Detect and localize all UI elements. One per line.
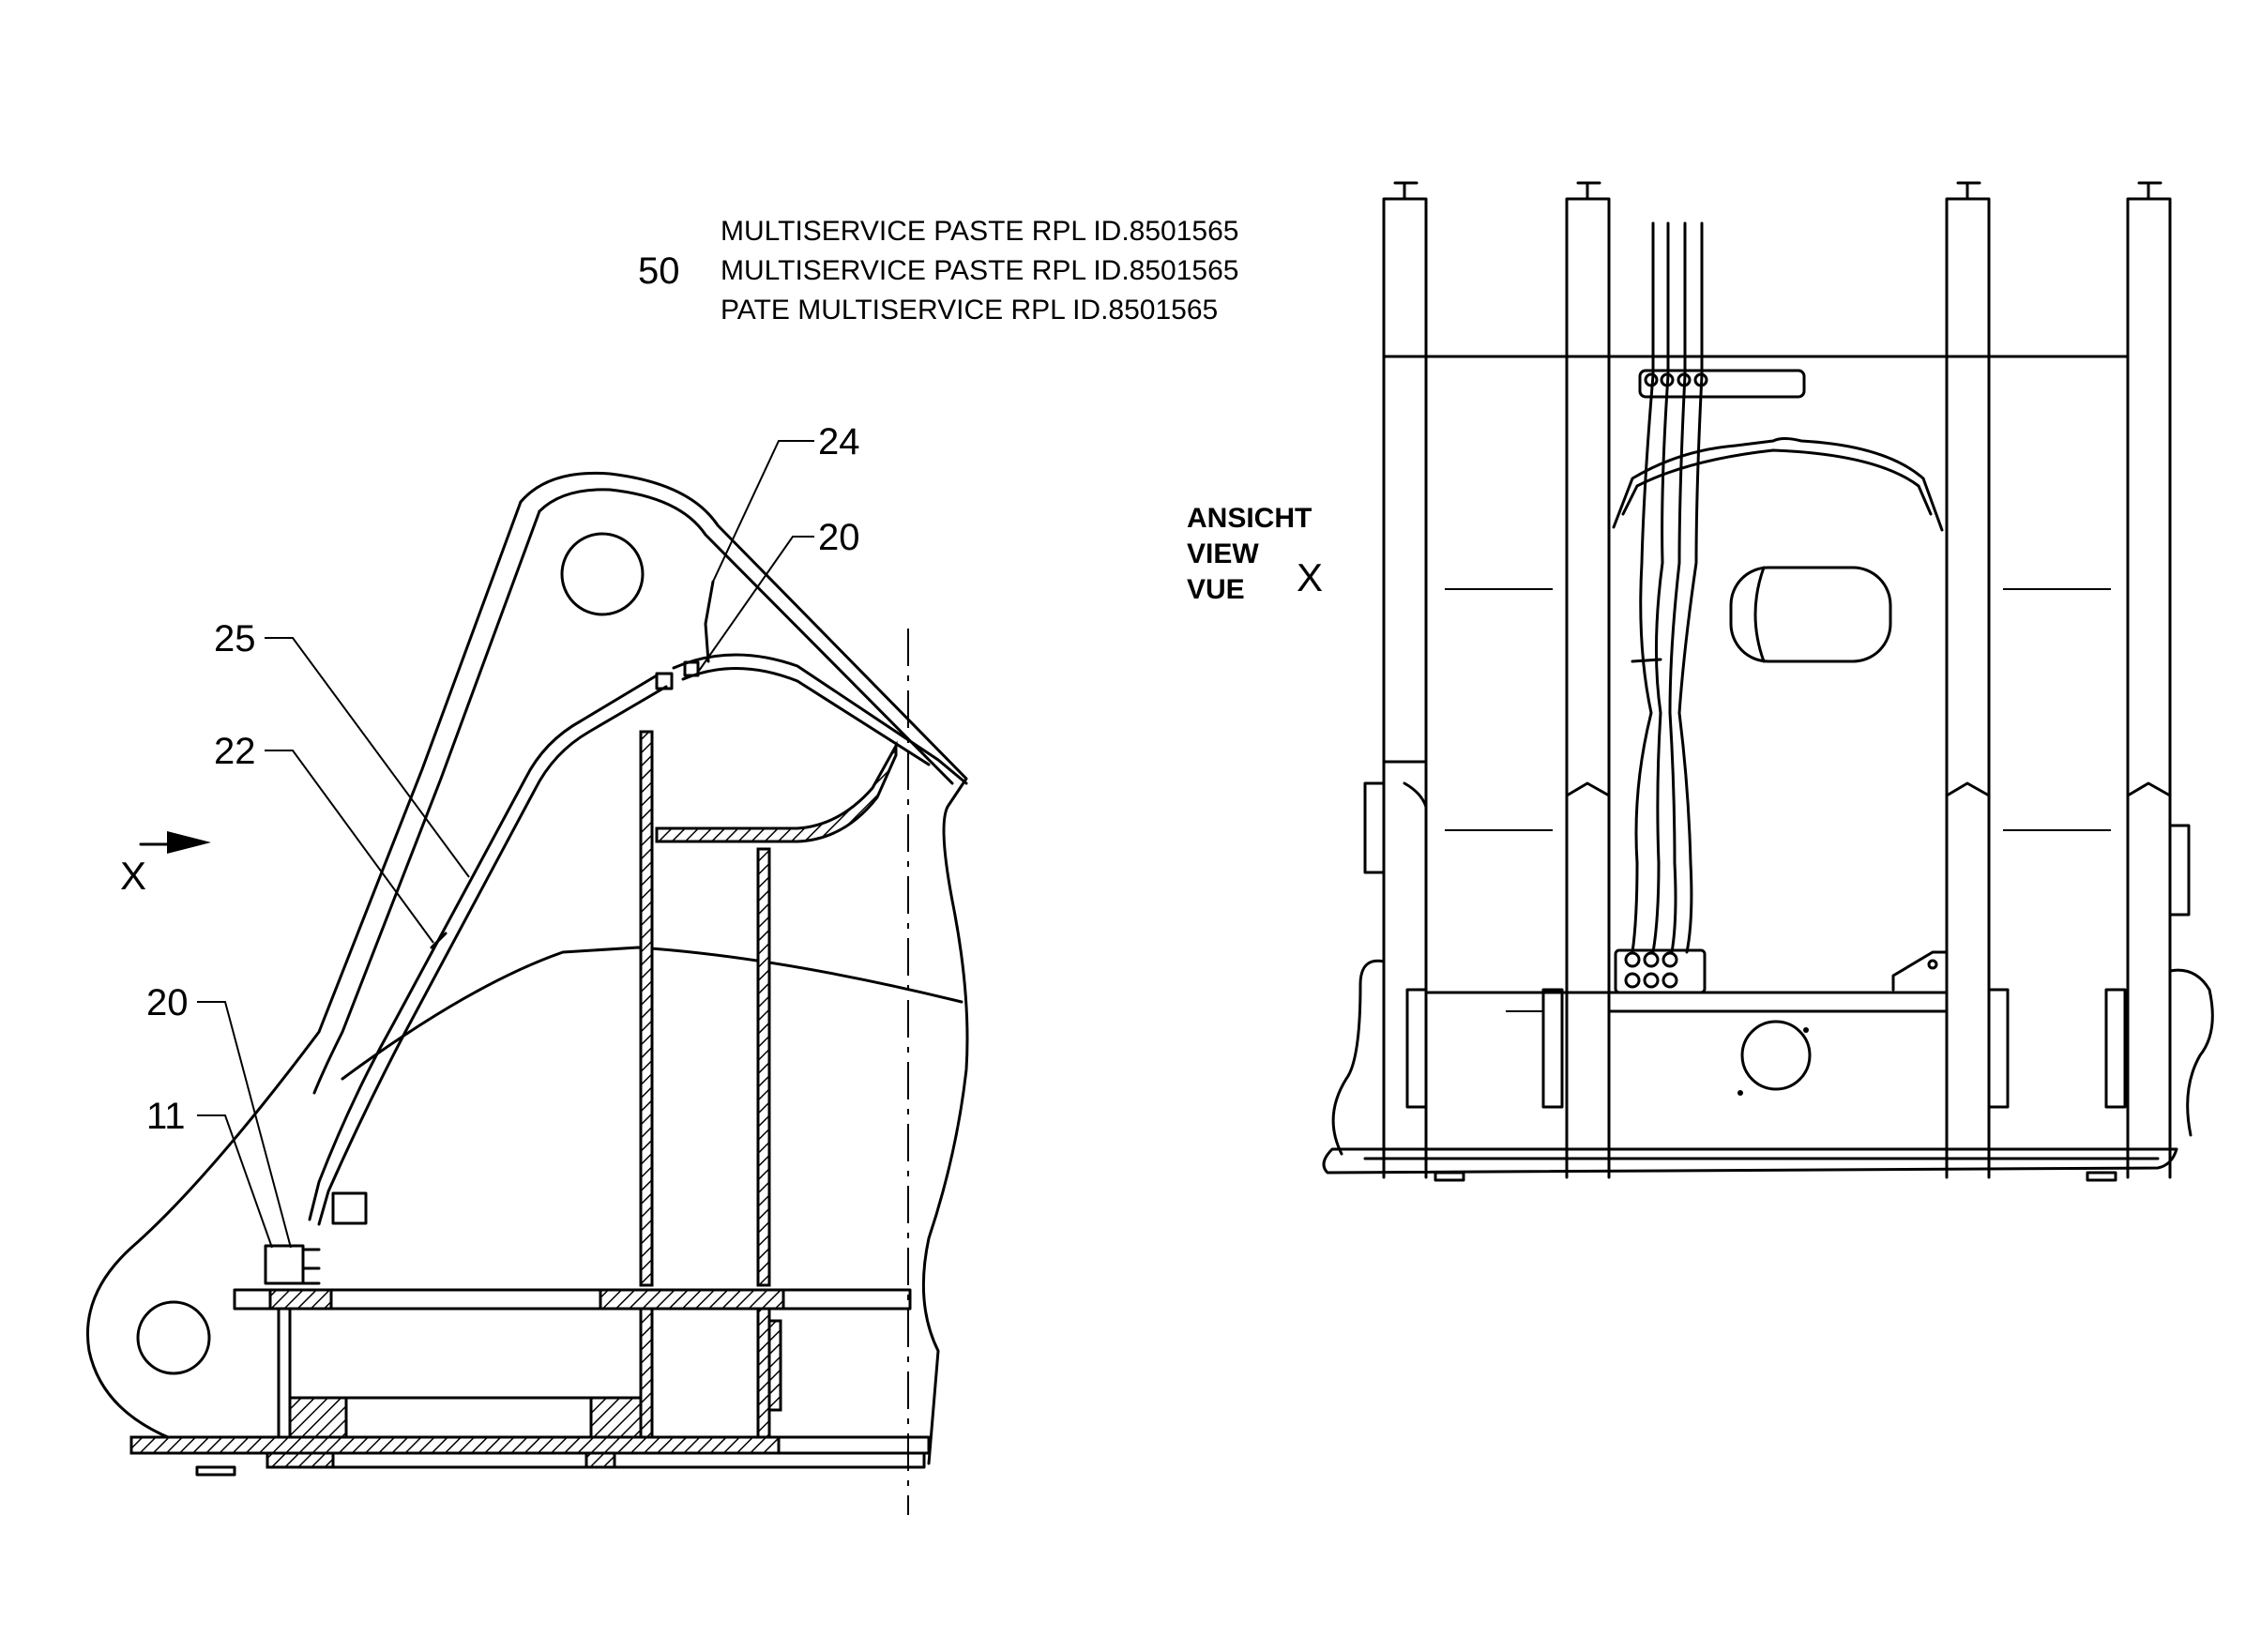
callout-24: 24 <box>818 421 860 462</box>
leader-11 <box>197 1114 273 1249</box>
wall-right-pad <box>767 1319 782 1412</box>
view-label-ansicht: ANSICHT <box>1187 503 1312 534</box>
fitting-stack <box>301 1248 321 1285</box>
view-label: ANSICHT VIEW VUE X <box>1187 503 1323 605</box>
view-label-vue: VUE <box>1187 574 1245 605</box>
top-fitting-2-icon <box>683 660 700 677</box>
center-window <box>1729 566 1892 663</box>
view-arrow-label: X <box>120 854 146 898</box>
base-foot-1 <box>1434 1171 1465 1182</box>
leader-25 <box>265 637 470 878</box>
top-pin-icon <box>560 532 645 616</box>
arm-outline-left-inner <box>312 509 541 1095</box>
note-line-3: PATE MULTISERVICE RPL ID.8501565 <box>721 295 1218 326</box>
bottom-pin-icon <box>136 1300 211 1375</box>
pad-1 <box>1405 988 1428 1109</box>
bracket-block <box>331 1191 368 1225</box>
plate-base-b <box>584 1451 616 1469</box>
pad-2 <box>1541 988 1564 1109</box>
top-manifold-ports <box>1644 372 1708 387</box>
base-plate <box>1322 1147 2178 1175</box>
lug-right <box>2168 824 2191 917</box>
base-foot-2 <box>2086 1171 2117 1182</box>
leader-24 <box>712 440 814 583</box>
bushing-right <box>589 1396 643 1439</box>
pad-4 <box>2104 988 2127 1109</box>
hose-22 <box>317 685 668 1226</box>
top-fitting-stub <box>704 580 715 663</box>
wall-left <box>277 1307 292 1439</box>
plate-base-a <box>266 1451 335 1469</box>
callouts: 24 20 25 22 20 11 <box>146 421 860 1249</box>
view-label-view: VIEW <box>1187 538 1259 569</box>
lower-right-profile <box>2168 968 2214 1137</box>
plate-curved-top <box>655 740 898 843</box>
arm-outline-left <box>85 500 523 1447</box>
plate-vertical-1 <box>639 730 654 1287</box>
top-manifold <box>1638 369 1806 399</box>
plate-horizontal-top-b <box>599 1288 785 1311</box>
top-fitting-icon <box>655 672 674 690</box>
plate-2 <box>1565 181 1611 1179</box>
hose-25b <box>672 653 968 785</box>
note-line-2: MULTISERVICE PASTE RPL ID.8501565 <box>721 255 1238 286</box>
bottom-manifold-ports <box>1624 951 1678 989</box>
lug-left <box>1363 781 1386 874</box>
leader-22 <box>265 750 434 944</box>
base-foot <box>195 1465 236 1477</box>
plate-vertical-2 <box>756 847 771 1287</box>
callout-22: 22 <box>214 731 256 772</box>
side-section-view <box>85 471 969 1515</box>
part-note: 50 MULTISERVICE PASTE RPL ID.8501565 MUL… <box>638 216 1238 326</box>
side-outline <box>519 471 969 1465</box>
bracket-11 <box>264 1244 305 1285</box>
small-bracket-hole <box>1927 959 1938 970</box>
plate-horizontal-top-outline <box>233 1288 912 1311</box>
pad-3 <box>1987 988 2010 1109</box>
plate-4 <box>2126 181 2172 1179</box>
view-label-letter: X <box>1297 555 1323 599</box>
hoses-front <box>1631 221 1704 954</box>
note-number: 50 <box>638 250 680 292</box>
view-arrow: X <box>120 831 211 898</box>
plate-horizontal-bottom <box>129 1435 781 1455</box>
body-curve <box>341 946 964 1081</box>
leader-20-top <box>698 536 814 672</box>
callout-20-top: 20 <box>818 517 860 558</box>
cover-guard <box>1612 437 1944 532</box>
hose-25 <box>308 674 659 1221</box>
hose-clamp-mark <box>430 932 448 949</box>
lower-left-profile <box>1331 959 1386 1156</box>
lower-dot-1 <box>1803 1027 1809 1033</box>
mid-dashes <box>1445 588 2111 831</box>
view-arrow-head-icon <box>167 831 211 854</box>
callout-20-bottom: 20 <box>146 982 189 1023</box>
callout-25: 25 <box>214 618 256 659</box>
plate-3 <box>1945 181 1991 1179</box>
cover-guard-inner <box>1621 448 1933 516</box>
lower-pin-icon <box>1740 1020 1812 1091</box>
wall-mid <box>639 1307 654 1439</box>
note-line-1: MULTISERVICE PASTE RPL ID.8501565 <box>721 216 1238 247</box>
leader-20-bottom <box>197 1001 292 1249</box>
hose-22b <box>681 667 931 766</box>
front-view <box>1322 181 2214 1182</box>
small-bracket <box>1891 950 1949 992</box>
callout-11: 11 <box>146 1096 186 1137</box>
wall-right <box>756 1307 771 1439</box>
lower-dot-2 <box>1737 1090 1743 1096</box>
plate-horizontal-top-a <box>268 1288 333 1311</box>
bushing-left <box>288 1396 348 1439</box>
side-outline-inner <box>538 488 954 785</box>
center-window-inner <box>1753 566 1766 663</box>
